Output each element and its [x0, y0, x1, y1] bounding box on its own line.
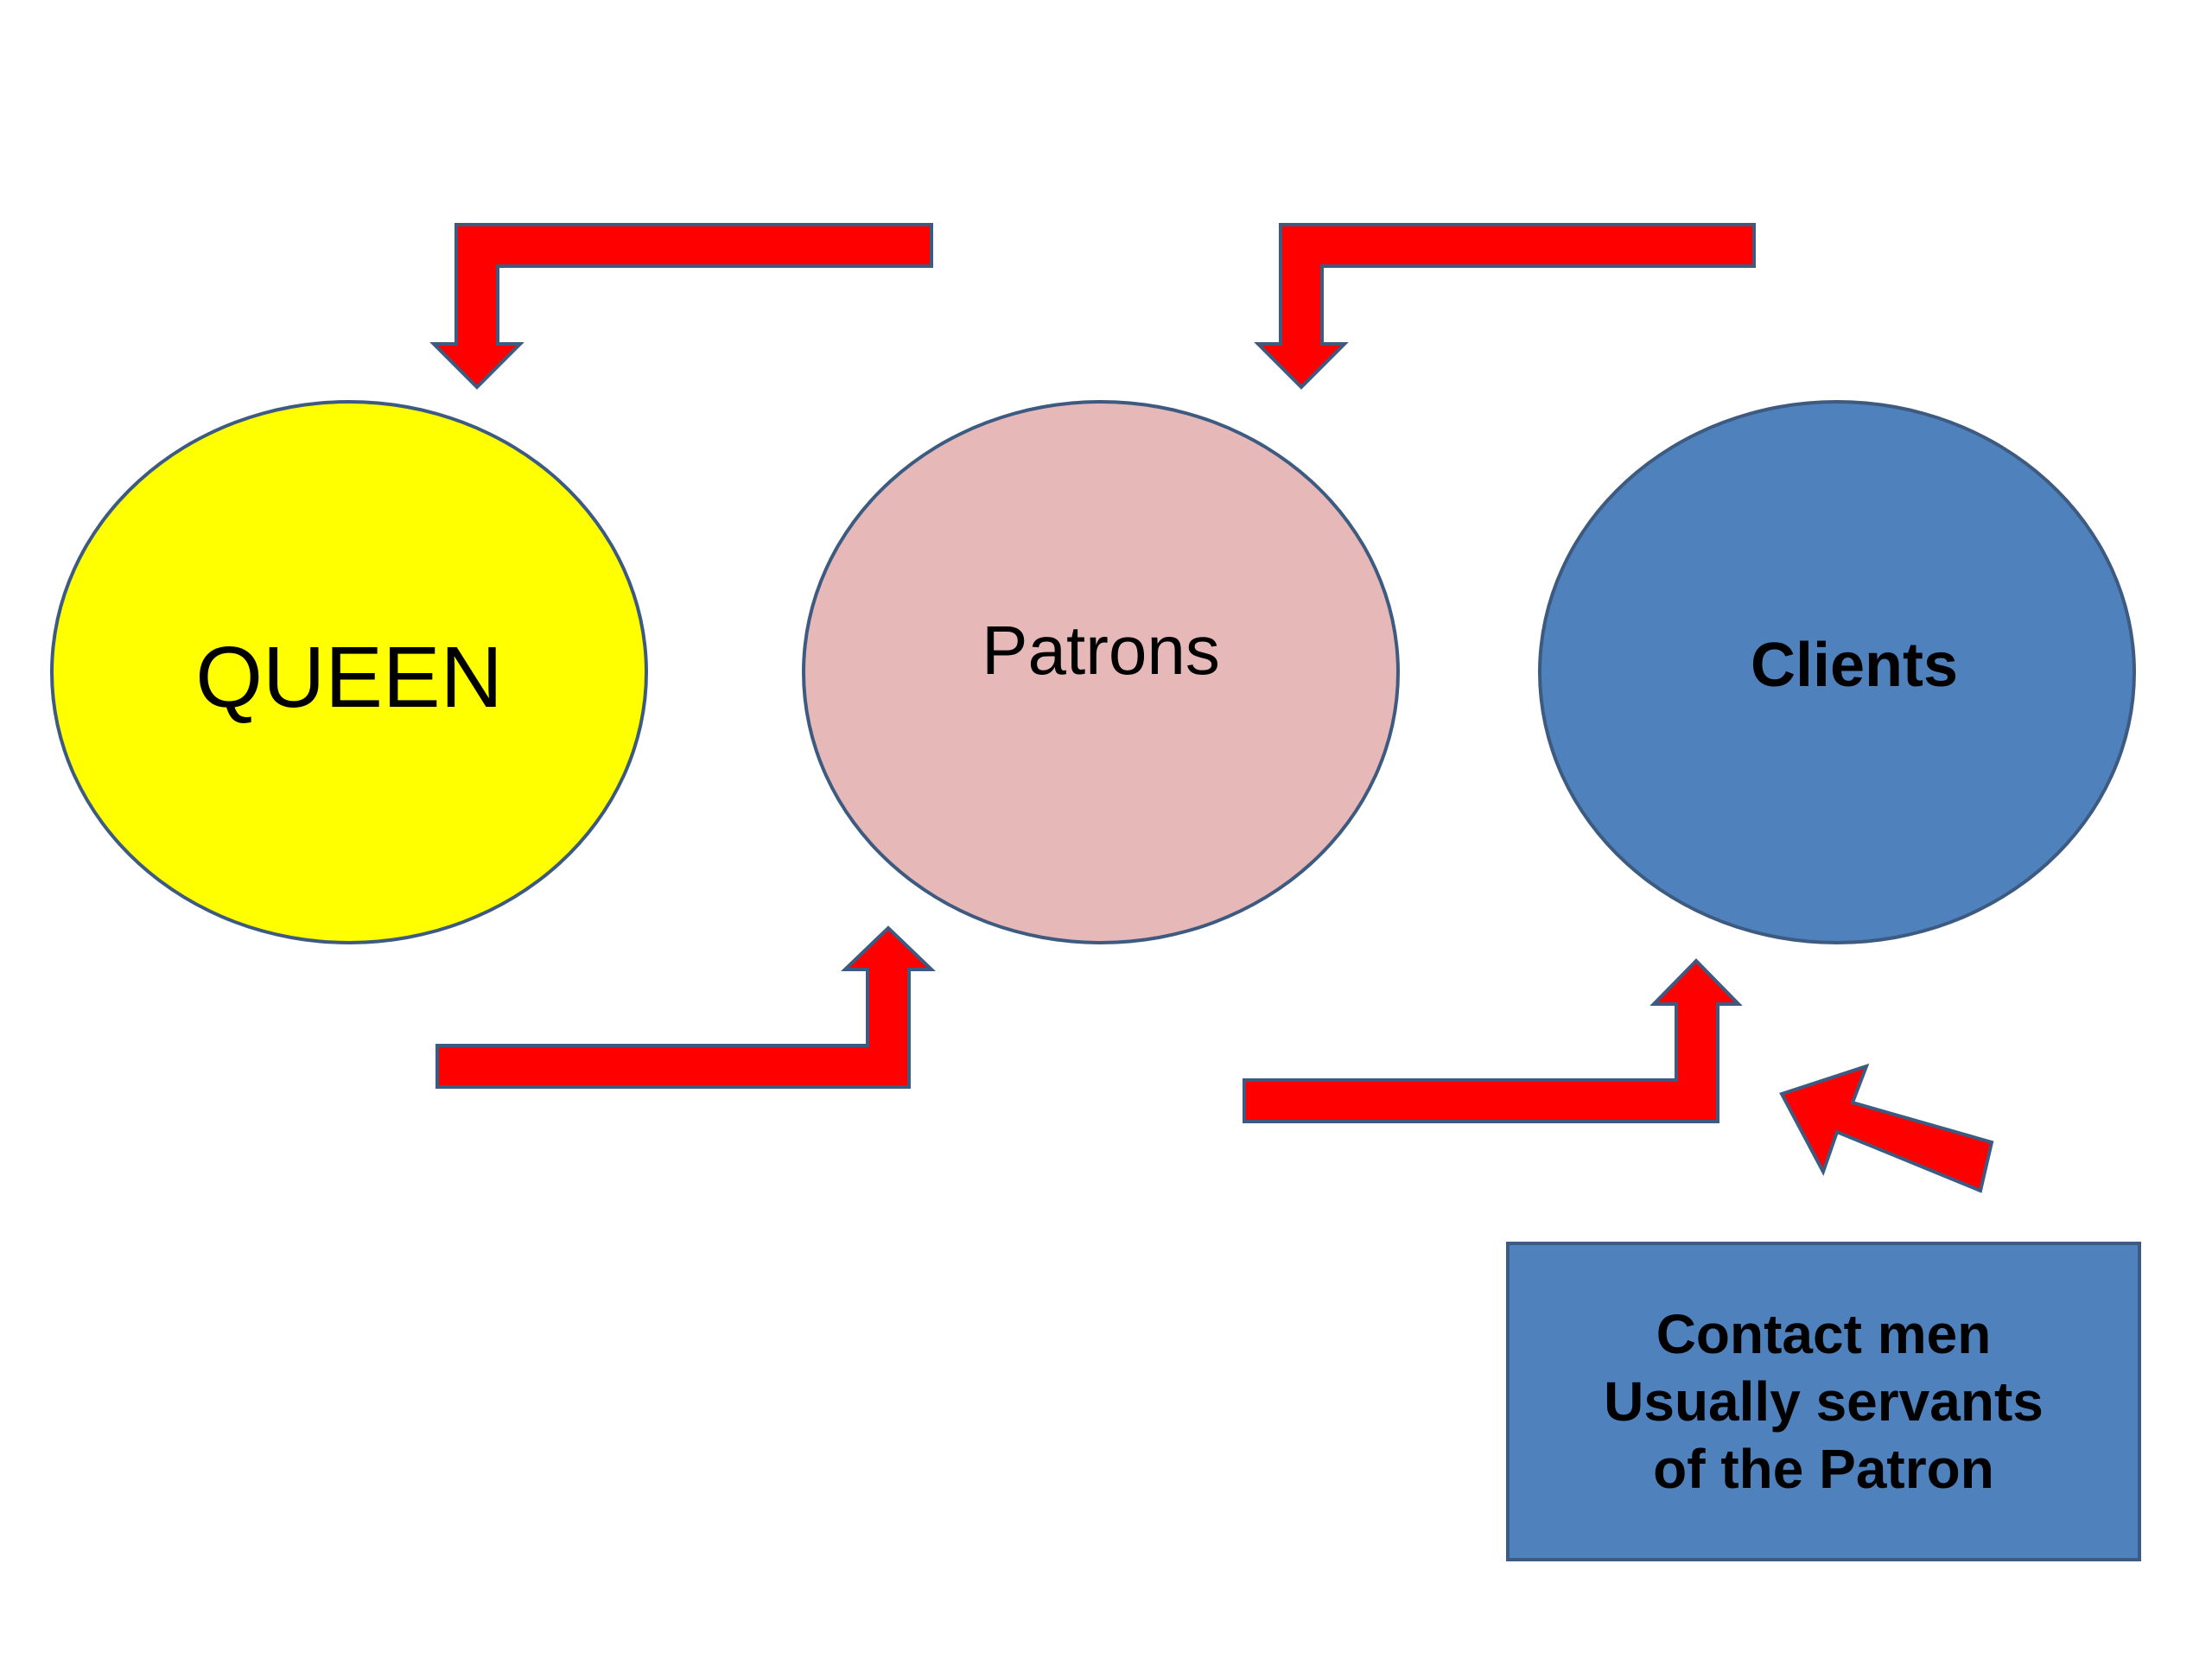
queen-label: QUEEN — [195, 629, 503, 726]
contact-men-note: Contact men Usually servants of the Patr… — [1506, 1242, 2141, 1561]
clients-label: Clients — [1750, 631, 1959, 700]
patrons-label: Patrons — [982, 612, 1220, 689]
arrow-to-patrons-bottom — [435, 925, 936, 1089]
arrow-note-to-clients — [1779, 1063, 1994, 1193]
arrow-to-patrons-top — [1254, 223, 1756, 390]
note-line-3: of the Patron — [1653, 1438, 1994, 1500]
arrow-to-queen — [429, 223, 933, 390]
note-line-2: Usually servants — [1604, 1370, 2044, 1433]
arrow-to-clients — [1243, 958, 1743, 1123]
clients-node: Clients — [1538, 400, 2136, 944]
patrons-node: Patrons — [802, 400, 1400, 944]
queen-node: QUEEN — [50, 400, 648, 944]
note-line-1: Contact men — [1656, 1303, 1992, 1365]
